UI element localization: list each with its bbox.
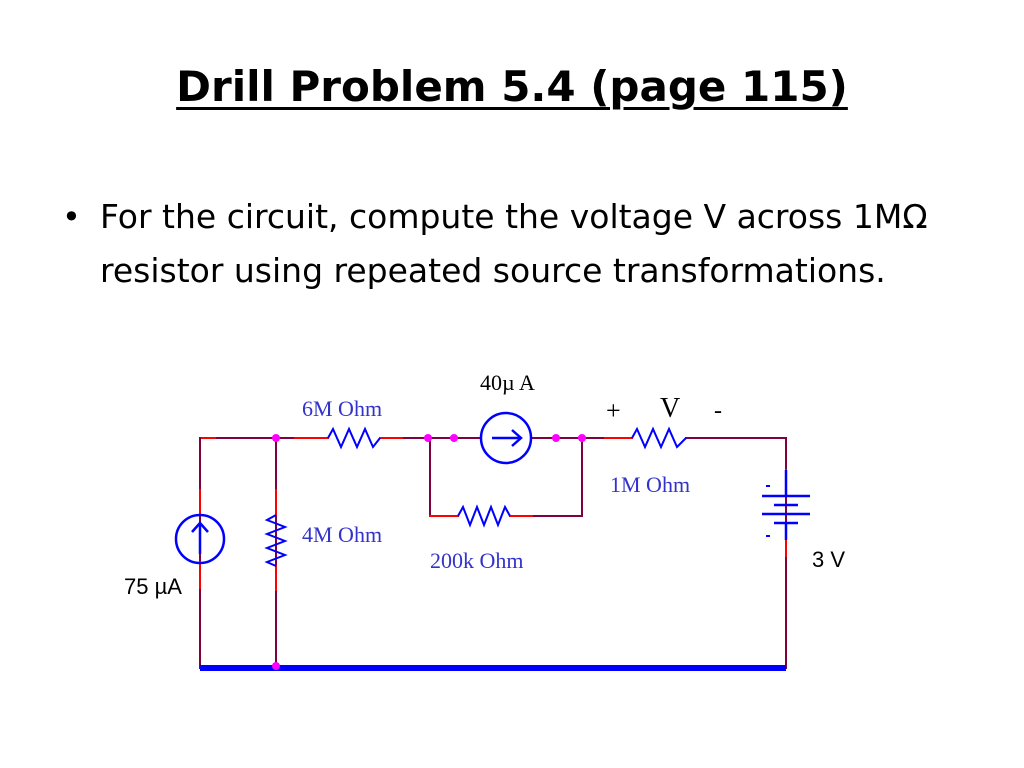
node-dot [552, 434, 560, 442]
label-40ua: 40µ A [480, 370, 535, 395]
label-voltage-minus: - [714, 398, 722, 424]
node-dot [272, 434, 280, 442]
resistor-200k-symbol [457, 504, 511, 528]
node-dot [578, 434, 586, 442]
bullet-item: • For the circuit, compute the voltage V… [62, 190, 952, 298]
battery-symbol [762, 470, 810, 540]
node-dots [272, 434, 586, 670]
arrow-up-head [191, 521, 209, 533]
wire-top-right [685, 437, 787, 669]
label-6m: 6M Ohm [302, 396, 382, 421]
label-3v: 3 V [812, 547, 845, 572]
current-source-75ua-circle [174, 513, 226, 565]
bullet-text: For the circuit, compute the voltage V a… [100, 197, 928, 290]
resistor-6m-symbol [327, 426, 381, 450]
label-75ua: 75 µA [124, 574, 182, 599]
node-dot [450, 434, 458, 442]
label-voltage-name: V [660, 393, 680, 424]
node-dot [424, 434, 432, 442]
wire-parallel-right [509, 437, 583, 517]
slide-title: Drill Problem 5.4 (page 115) [176, 62, 848, 111]
arrow-right-head [511, 429, 523, 447]
wires [199, 437, 787, 669]
wire-parallel-left [429, 437, 459, 517]
resistor-1m-symbol [631, 426, 687, 450]
current-source-75ua [174, 513, 226, 565]
node-dot [272, 662, 280, 670]
current-source-40ua [479, 411, 533, 465]
label-voltage-plus: + [606, 396, 621, 425]
label-1m: 1M Ohm [610, 472, 690, 497]
resistor-4m-symbol [264, 514, 288, 567]
label-200k: 200k Ohm [430, 548, 524, 573]
current-source-40ua-circle [479, 411, 533, 465]
bullet-glyph: • [62, 198, 81, 236]
label-4m: 4M Ohm [302, 522, 382, 547]
